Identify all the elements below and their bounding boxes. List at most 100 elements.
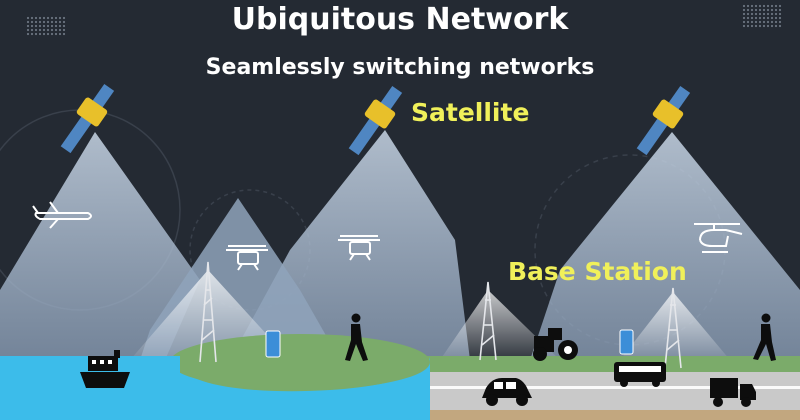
grid-dot (34, 16, 38, 20)
diagram-title: Ubiquitous Network (231, 2, 569, 37)
grid-dot (46, 24, 50, 28)
grid-dot (758, 4, 762, 8)
grid-dot (774, 20, 778, 24)
grid-dot (34, 28, 38, 32)
grid-dot (62, 24, 66, 28)
grid-dot (750, 24, 754, 28)
grid-dot (778, 8, 782, 12)
grid-dot (42, 20, 46, 24)
grid-dot (754, 20, 758, 24)
satellite-icon (348, 85, 403, 156)
grid-dot (54, 24, 58, 28)
grid-dot (42, 28, 46, 32)
grid-dot (766, 8, 770, 12)
grid-dot (758, 16, 762, 20)
grid-dot (766, 24, 770, 28)
base-station-label: Base Station (508, 257, 687, 286)
grid-dot (770, 8, 774, 12)
grid-dot (750, 20, 754, 24)
drone-icon (226, 245, 268, 271)
grid-dot (50, 20, 54, 24)
sand-strip (400, 410, 800, 420)
grid-dot (750, 16, 754, 20)
grid-dot (762, 8, 766, 12)
island (170, 334, 430, 390)
grid-dot (778, 24, 782, 28)
grid-dot (766, 12, 770, 16)
grid-dot (42, 16, 46, 20)
grid-dot (742, 24, 746, 28)
grid-dot (58, 20, 62, 24)
grid-dot (50, 24, 54, 28)
grid-dot (34, 20, 38, 24)
grid-dot (762, 4, 766, 8)
grid-dot (54, 28, 58, 32)
dot-grid-right (742, 4, 782, 28)
bus-icon (614, 362, 666, 387)
grid-dot (26, 28, 30, 32)
grid-dot (746, 4, 750, 8)
car-icon (482, 378, 532, 406)
grid-dot (46, 28, 50, 32)
grid-dot (766, 20, 770, 24)
helicopter-icon (694, 223, 743, 253)
grid-dot (30, 16, 34, 20)
grid-dot (742, 8, 746, 12)
grid-dot (50, 28, 54, 32)
grid-dot (770, 16, 774, 20)
grid-dot (38, 28, 42, 32)
grid-dot (742, 4, 746, 8)
grid-dot (58, 16, 62, 20)
grid-dot (762, 12, 766, 16)
grid-dot (26, 16, 30, 20)
grid-dot (750, 4, 754, 8)
grid-dot (770, 12, 774, 16)
grid-dot (774, 16, 778, 20)
grid-dot (38, 32, 42, 36)
grid-dot (774, 8, 778, 12)
grid-dot (762, 20, 766, 24)
grid-dot (754, 24, 758, 28)
diagram-subtitle: Seamlessly switching networks (205, 55, 595, 80)
grid-dot (746, 16, 750, 20)
grid-dot (62, 28, 66, 32)
grid-dot (774, 12, 778, 16)
person-walking-icon (753, 313, 776, 361)
satellite-icon (60, 83, 115, 154)
grid-dot (54, 32, 58, 36)
satellite-label: Satellite (411, 98, 530, 127)
grid-dot (770, 24, 774, 28)
grid-dot (754, 12, 758, 16)
smartphone-icon (265, 330, 281, 358)
grid-dot (38, 20, 42, 24)
grid-dot (54, 16, 58, 20)
grid-dot (58, 28, 62, 32)
ship-icon (80, 350, 130, 388)
grid-dot (778, 4, 782, 8)
grid-dot (62, 20, 66, 24)
grid-dot (746, 20, 750, 24)
satellite-beam-right (530, 132, 800, 360)
grid-dot (46, 16, 50, 20)
grid-dot (38, 16, 42, 20)
tractor-icon (533, 328, 578, 361)
truck-icon (710, 378, 756, 407)
grid-dot (742, 20, 746, 24)
grid-dot (758, 20, 762, 24)
grid-dot (62, 16, 66, 20)
grid-dot (746, 8, 750, 12)
grid-dot (30, 28, 34, 32)
grid-dot (58, 32, 62, 36)
grid-dot (30, 20, 34, 24)
grid-dot (742, 12, 746, 16)
grid-dot (778, 20, 782, 24)
grid-dot (770, 4, 774, 8)
cell-tower-icon (479, 281, 497, 361)
grid-dot (774, 4, 778, 8)
grid-dot (758, 8, 762, 12)
grid-dot (38, 24, 42, 28)
grid-dot (54, 20, 58, 24)
cell-tower-icon (664, 287, 682, 369)
